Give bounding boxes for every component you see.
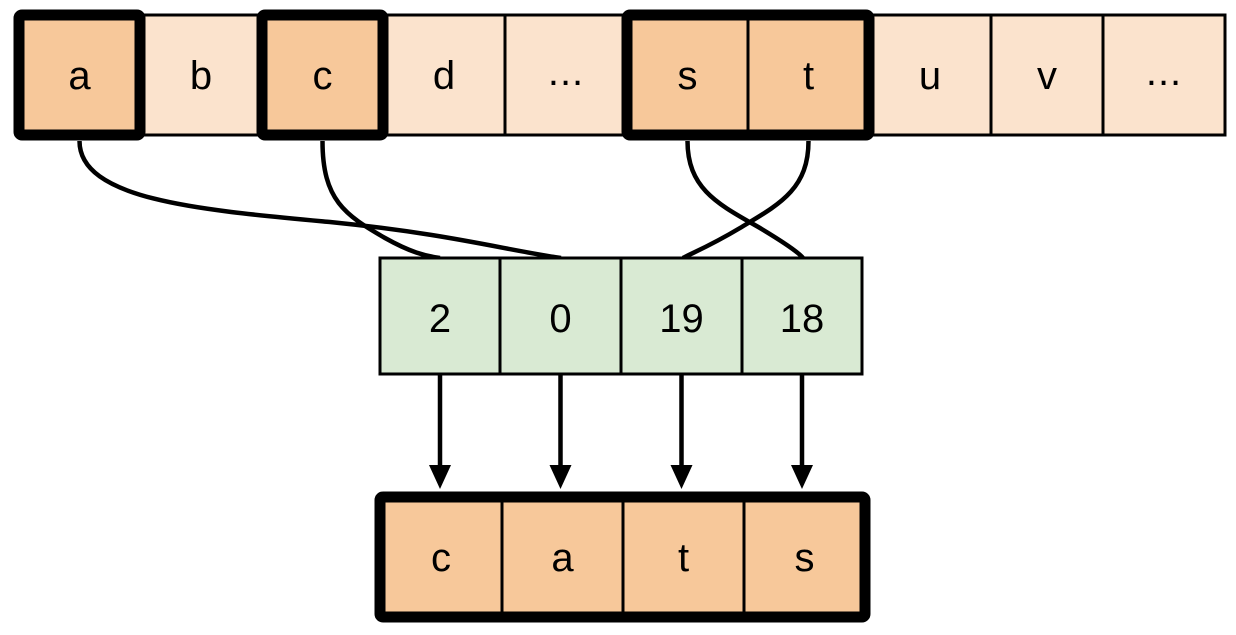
alphabet-cell-s[interactable]: s (625, 13, 750, 137)
alphabet-cell-ellipsis-2-label: ... (1146, 50, 1182, 94)
result-row: c a t s (374, 491, 871, 623)
alphabet-selection-outline-a (13, 9, 146, 141)
alphabet-cell-d-label: d (433, 54, 455, 98)
alphabet-cell-ellipsis-2-rect[interactable] (1101, 13, 1227, 137)
alphabet-selection-outline-c (256, 9, 389, 141)
result-cell-2-label: t (678, 536, 689, 580)
result-cell-1[interactable]: a (500, 495, 625, 619)
alphabet-cell-ellipsis-2[interactable]: ... (1101, 13, 1227, 137)
alphabet-cell-ellipsis-1[interactable]: ... (503, 13, 629, 137)
connector-curves (77, 140, 811, 261)
alphabet-cell-b-label: b (190, 54, 212, 98)
result-cell-1-rect[interactable] (500, 495, 625, 619)
index-cell-3-label: 18 (780, 297, 825, 341)
alphabet-cell-a-label: a (68, 54, 91, 98)
alphabet-cell-u[interactable]: u (867, 13, 993, 137)
alphabet-cell-u-label: u (919, 54, 941, 98)
alphabet-cell-c-label: c (313, 54, 333, 98)
alphabet-row: a b c d ... s (13, 9, 1227, 141)
index-cell-2-rect[interactable] (619, 256, 744, 376)
arrow-index-1-to-result-a (549, 374, 572, 489)
result-cell-0[interactable]: c (378, 495, 504, 619)
alphabet-cell-b-rect[interactable] (138, 13, 264, 137)
arrow-head-icon (549, 465, 572, 489)
index-cell-0-label: 2 (429, 297, 451, 341)
result-cell-0-label: c (431, 536, 451, 580)
alphabet-cell-ellipsis-1-label: ... (548, 50, 584, 94)
alphabet-cell-s-label: s (678, 54, 698, 98)
index-cell-3[interactable]: 18 (740, 256, 864, 376)
result-cell-3-label: s (795, 536, 815, 580)
result-cell-0-rect[interactable] (378, 495, 504, 619)
curve-a-to-index-0 (77, 140, 562, 261)
index-cell-0[interactable]: 2 (378, 256, 502, 376)
result-row-outline (374, 491, 871, 623)
alphabet-cell-a[interactable]: a (17, 13, 142, 137)
alphabet-cell-t-label: t (803, 54, 814, 98)
alphabet-cell-c[interactable]: c (260, 13, 385, 137)
result-cell-3-rect[interactable] (742, 495, 867, 619)
alphabet-cell-v-label: v (1037, 54, 1057, 98)
alphabet-cell-t[interactable]: t (746, 13, 871, 137)
index-cell-2[interactable]: 19 (619, 256, 744, 376)
alphabet-cell-b[interactable]: b (138, 13, 264, 137)
alphabet-selection-outline-st (621, 9, 875, 141)
result-cell-2-rect[interactable] (621, 495, 746, 619)
arrow-head-icon (429, 465, 451, 489)
curve-t-to-index-19 (681, 140, 811, 260)
arrow-head-icon (670, 465, 693, 489)
index-cell-1[interactable]: 0 (498, 256, 623, 376)
alphabet-cell-v[interactable]: v (989, 13, 1105, 137)
arrow-head-icon (791, 465, 813, 489)
index-cell-0-rect[interactable] (378, 256, 502, 376)
result-cell-1-label: a (551, 536, 574, 580)
index-to-result-arrows (429, 374, 813, 489)
index-row: 2 0 19 18 (378, 256, 864, 376)
alphabet-cell-v-rect[interactable] (989, 13, 1105, 137)
index-cell-1-label: 0 (549, 297, 571, 341)
alphabet-cell-d[interactable]: d (381, 13, 507, 137)
arrow-index-0-to-result-c (429, 374, 451, 489)
arrow-index-3-to-result-s (791, 374, 813, 489)
arrow-index-2-to-result-t (670, 374, 693, 489)
curve-c-to-index-2 (320, 140, 441, 261)
index-cell-3-rect[interactable] (740, 256, 864, 376)
alphabet-cell-ellipsis-1-rect[interactable] (503, 13, 629, 137)
result-cell-2[interactable]: t (621, 495, 746, 619)
index-cell-2-label: 19 (659, 297, 704, 341)
result-cell-3[interactable]: s (742, 495, 867, 619)
